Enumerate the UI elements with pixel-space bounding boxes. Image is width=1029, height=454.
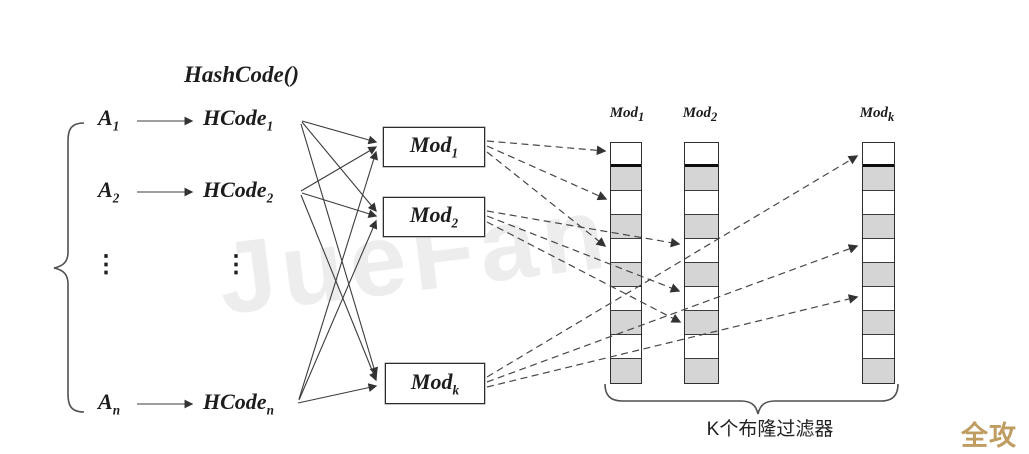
- bit-cell: [611, 311, 641, 335]
- hashcode-n-sub: n: [266, 402, 274, 418]
- hashcode-n-base: HCode: [203, 389, 267, 414]
- bit-cell: [611, 359, 641, 383]
- arrayk-label-base: Mod: [859, 105, 889, 121]
- filters-caption: K个布隆过滤器: [706, 419, 834, 440]
- item-an-base: A: [98, 389, 113, 414]
- bit-cell: [685, 191, 718, 215]
- item-a2-sub: 2: [112, 190, 120, 206]
- bit-cell: [611, 143, 641, 167]
- arrayk-label-sub: k: [888, 110, 895, 124]
- mod1-box: Mod1: [383, 127, 485, 167]
- bit-cell: [863, 167, 894, 191]
- bit-cell: [611, 263, 641, 287]
- input-brace: [53, 122, 85, 413]
- bit-cell: [611, 239, 641, 263]
- dash-mod1-cell1: [486, 140, 607, 156]
- bit-cell: [611, 335, 641, 359]
- array2-label-sub: 2: [711, 110, 718, 124]
- mod1-sub: 1: [451, 145, 459, 161]
- array2-label-base: Mod: [682, 105, 712, 121]
- bit-array-modk: [862, 142, 895, 384]
- bit-cell: [863, 359, 894, 383]
- modk-sub: k: [452, 382, 460, 398]
- hashcode-ellipsis: ⋮: [224, 252, 248, 278]
- hashcode-1: HCode1: [203, 105, 273, 134]
- bit-cell: [863, 335, 894, 359]
- item-an: An: [98, 389, 120, 418]
- bit-cell: [611, 167, 641, 191]
- bit-cell: [863, 311, 894, 335]
- dash-modk-cell7: [486, 294, 859, 388]
- bit-cell: [685, 143, 718, 167]
- arrow-hcoden-modk: [297, 383, 378, 404]
- item-a2: A2: [98, 177, 119, 206]
- array1-label-base: Mod: [609, 105, 639, 121]
- bit-cell: [685, 335, 718, 359]
- bit-cell: [863, 215, 894, 239]
- array1-label: Mod1: [592, 105, 662, 125]
- bit-cell: [685, 287, 718, 311]
- mod2-label: Mod2: [410, 202, 458, 231]
- mod1-base: Mod: [409, 132, 452, 158]
- item-ellipsis: ⋮: [94, 252, 118, 278]
- bit-cell: [611, 287, 641, 311]
- hashcode-1-sub: 1: [266, 118, 274, 134]
- bit-cell: [863, 263, 894, 287]
- bit-array-mod2: [684, 142, 719, 384]
- bit-cell: [685, 167, 718, 191]
- hashcode-2-sub: 2: [266, 190, 274, 206]
- modk-label: Modk: [411, 369, 459, 398]
- bit-cell: [685, 263, 718, 287]
- bit-cell: [611, 215, 641, 239]
- bit-cell: [611, 191, 641, 215]
- bit-cell: [863, 143, 894, 167]
- array1-label-sub: 1: [638, 110, 645, 124]
- item-a1-sub: 1: [112, 118, 120, 134]
- modk-box: Modk: [385, 363, 485, 404]
- bit-cell: [685, 239, 718, 263]
- bit-array-mod1: [610, 142, 642, 384]
- hashcode-1-base: HCode: [203, 105, 267, 130]
- item-a1: A1: [98, 105, 119, 134]
- hashcode-n: HCoden: [203, 389, 274, 418]
- mod1-label: Mod1: [410, 132, 458, 161]
- mod2-sub: 2: [451, 215, 459, 231]
- bit-cell: [863, 191, 894, 215]
- bit-cell: [685, 311, 718, 335]
- arrow-hcode1-mod2: [301, 121, 377, 213]
- arrayk-label: Modk: [842, 105, 912, 125]
- bit-cell: [685, 359, 718, 383]
- mod2-base: Mod: [409, 202, 452, 228]
- brand-badge: 全攻略: [961, 421, 1017, 451]
- hashcode-title: HashCode(): [184, 62, 299, 87]
- hashcode-2: HCode2: [203, 177, 273, 206]
- array2-label: Mod2: [665, 105, 735, 125]
- modk-base: Mod: [410, 368, 453, 394]
- mod2-box: Mod2: [383, 197, 485, 237]
- filters-brace: [604, 383, 899, 415]
- bit-cell: [863, 239, 894, 263]
- item-a1-base: A: [98, 105, 113, 130]
- bit-cell: [863, 287, 894, 311]
- item-an-sub: n: [112, 402, 121, 418]
- arrow-hcode2-mod1: [300, 146, 378, 192]
- hashcode-2-base: HCode: [203, 177, 267, 202]
- item-a2-base: A: [98, 177, 113, 202]
- arrow-hcode1-mod1: [301, 120, 378, 145]
- bit-cell: [685, 215, 718, 239]
